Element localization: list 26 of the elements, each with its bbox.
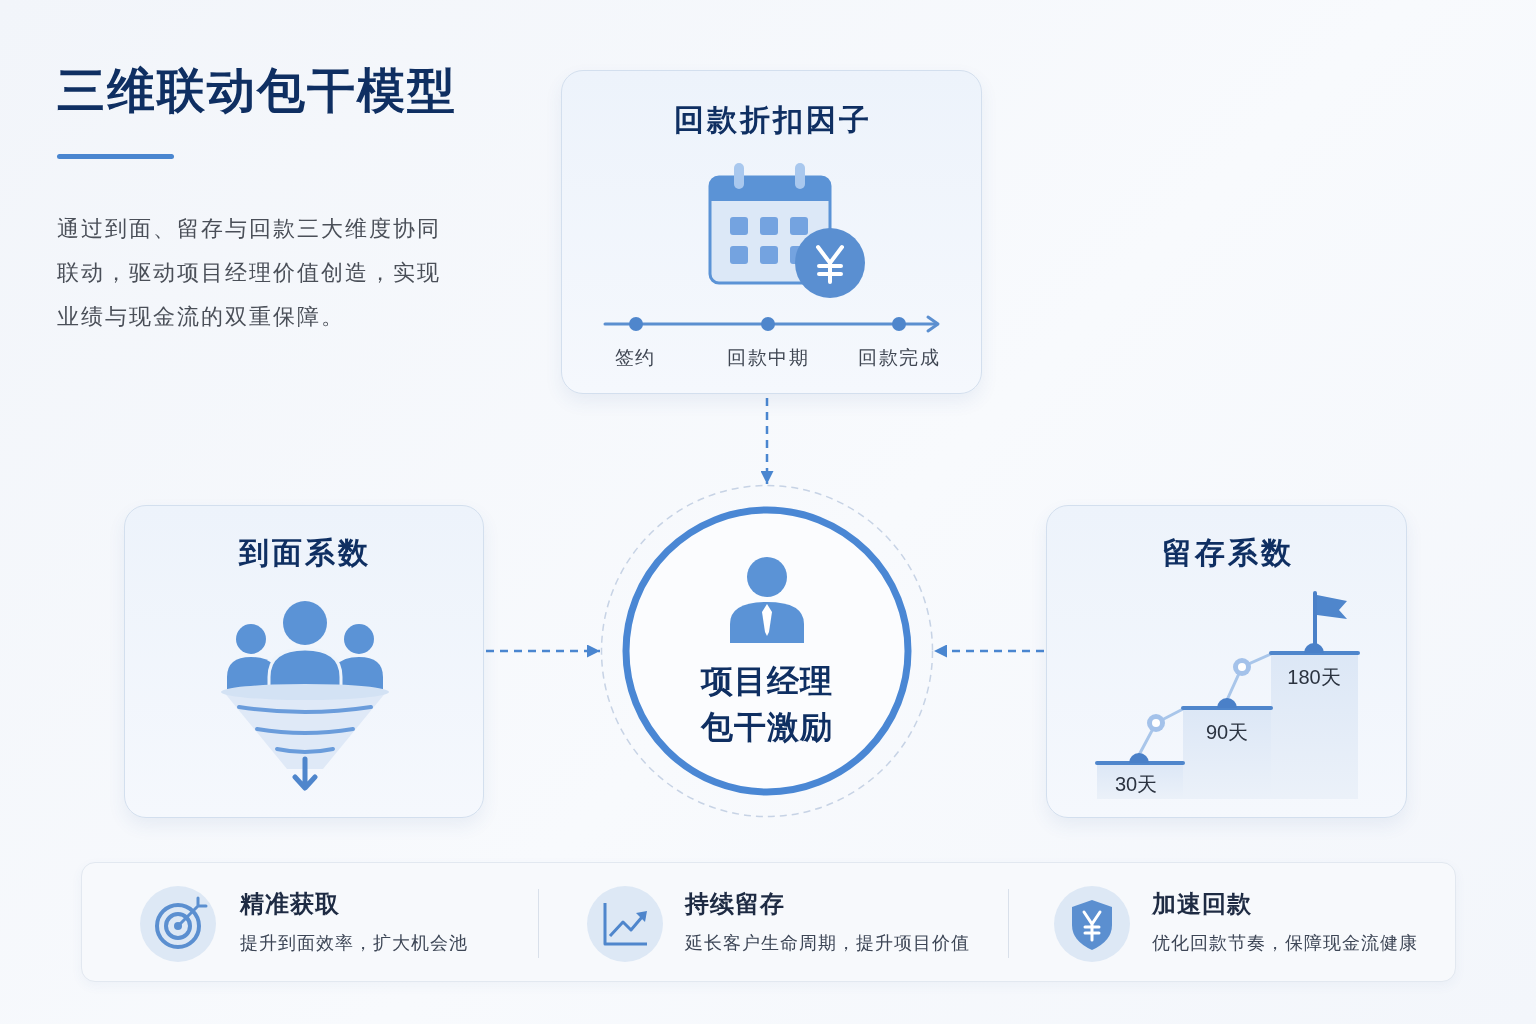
step-label: 180天 — [1286, 665, 1342, 690]
arrow — [760, 398, 774, 484]
info-card — [124, 505, 484, 818]
step-label: 90天 — [1204, 720, 1250, 745]
info-card — [561, 70, 982, 394]
timeline-label: 回款完成 — [857, 346, 941, 370]
card-title: 到面系数 — [237, 535, 372, 571]
feature-description: 延长客户生命周期，提升项目价值 — [685, 932, 971, 955]
feature-title: 精准获取 — [240, 889, 341, 919]
node-label: 项目经理包干激励 — [699, 662, 834, 747]
timeline-label: 签约 — [613, 346, 657, 370]
circle-node — [600, 484, 934, 818]
intro-text: 通过到面、留存与回款三大维度协同联动，驱动项目经理价值创造，实现业绩与现金流的双重保障。 — [57, 215, 442, 331]
card-title: 留存系数 — [1160, 535, 1295, 571]
timeline-label: 回款中期 — [726, 346, 810, 370]
info-card — [1046, 505, 1407, 818]
card-title: 回款折扣因子 — [672, 102, 873, 138]
feature-title: 加速回款 — [1152, 889, 1253, 919]
page-title: 三维联动包干模型 — [57, 63, 458, 119]
feature-title: 持续留存 — [685, 889, 786, 919]
step-label: 30天 — [1113, 772, 1159, 797]
feature-description: 优化回款节奏，保障现金流健康 — [1152, 932, 1419, 955]
feature-description: 提升到面效率，扩大机会池 — [240, 932, 469, 955]
arrow — [934, 644, 1044, 658]
arrow — [486, 644, 600, 658]
feature-panel — [81, 862, 1456, 982]
